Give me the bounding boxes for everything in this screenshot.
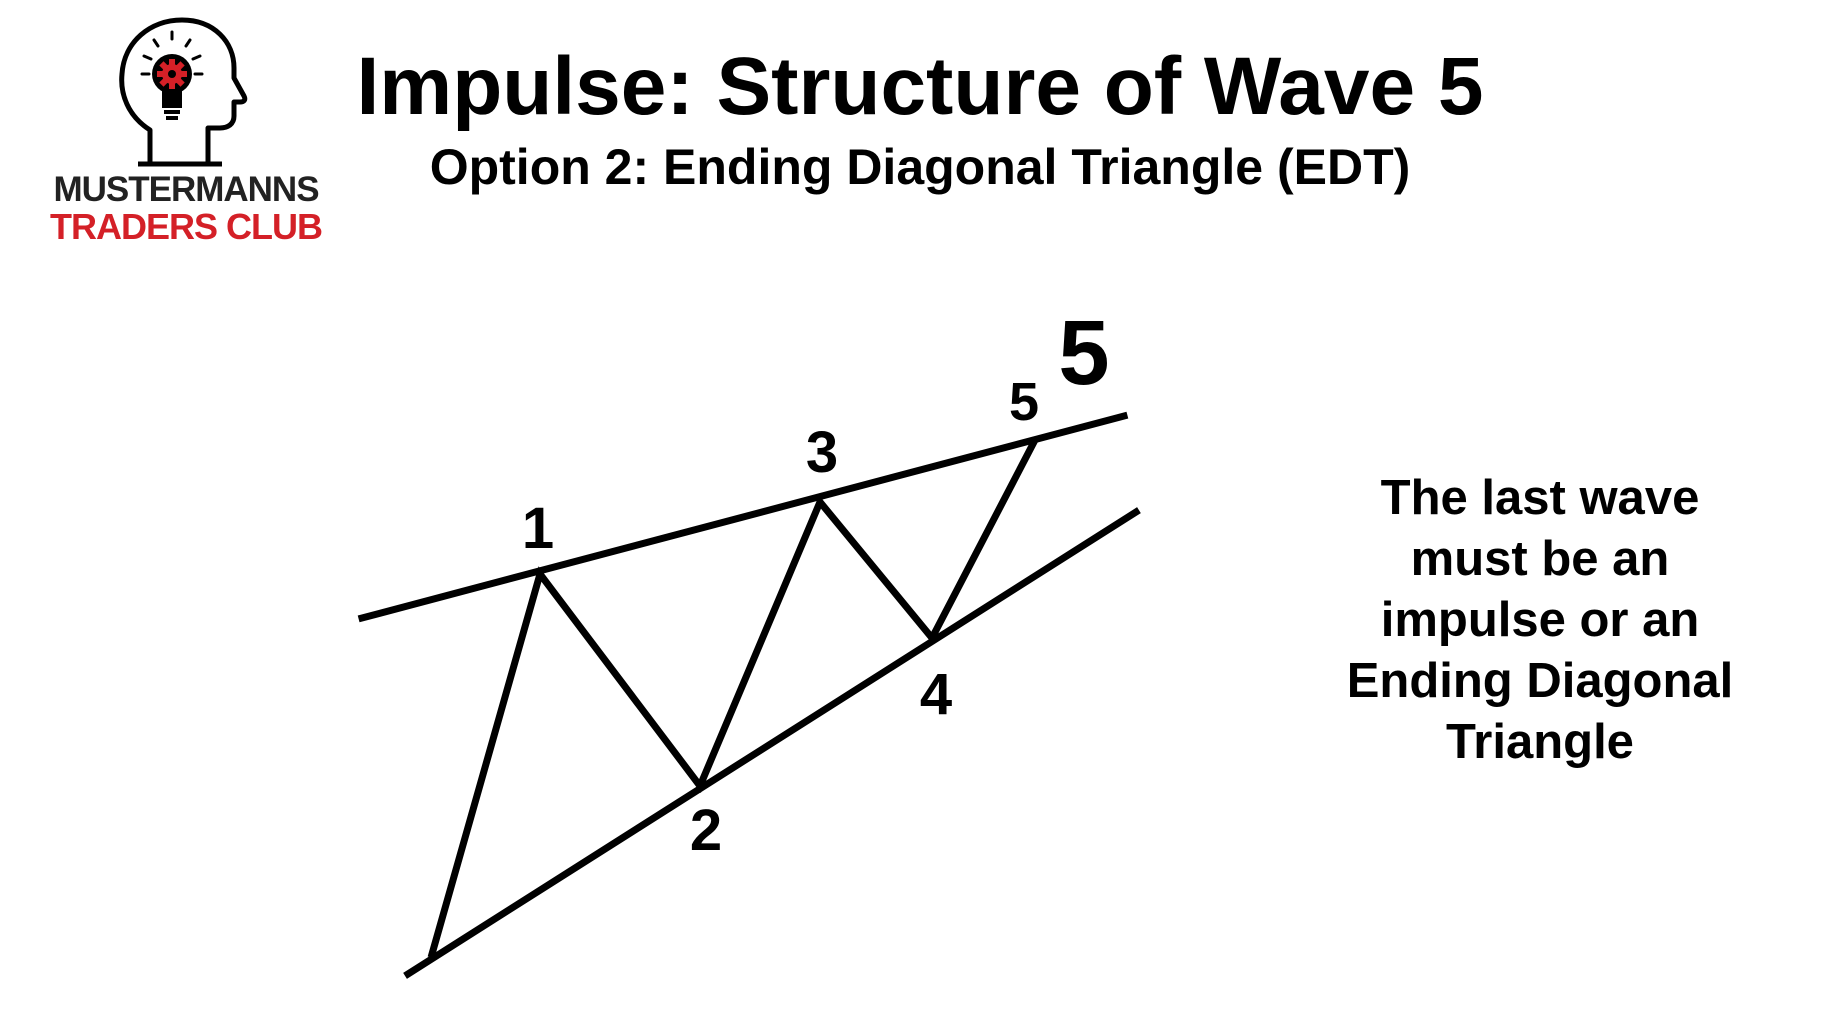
description-line: Ending Diagonal <box>1346 654 1734 708</box>
logo-text-line2: TRADERS CLUB <box>50 206 323 247</box>
description-text: The last wave must be an impulse or an E… <box>1290 468 1790 773</box>
description-line: The last wave <box>1380 471 1700 525</box>
wave-path <box>427 437 1039 959</box>
wave-label-5: 5 <box>1009 372 1039 432</box>
head-lightbulb-icon <box>119 17 248 167</box>
logo-text-line1: MUSTERMANNS <box>53 170 319 209</box>
description-line: impulse or an <box>1380 593 1700 647</box>
wave-label-4: 4 <box>920 662 952 727</box>
logo: MUSTERMANNS TRADERS CLUB <box>20 12 340 248</box>
page-title: Impulse: Structure of Wave 5 <box>356 41 1484 132</box>
wave-label-2: 2 <box>690 798 722 863</box>
wave-label-1: 1 <box>522 496 554 561</box>
description-line: must be an <box>1410 532 1670 586</box>
description-line: Triangle <box>1446 715 1634 769</box>
lower-trendline <box>403 507 1141 979</box>
wave-label-3: 3 <box>806 420 838 485</box>
degree-label-5: 5 <box>1058 302 1109 404</box>
upper-trendline <box>357 411 1129 623</box>
page-subtitle: Option 2: Ending Diagonal Triangle (EDT) <box>429 139 1411 195</box>
